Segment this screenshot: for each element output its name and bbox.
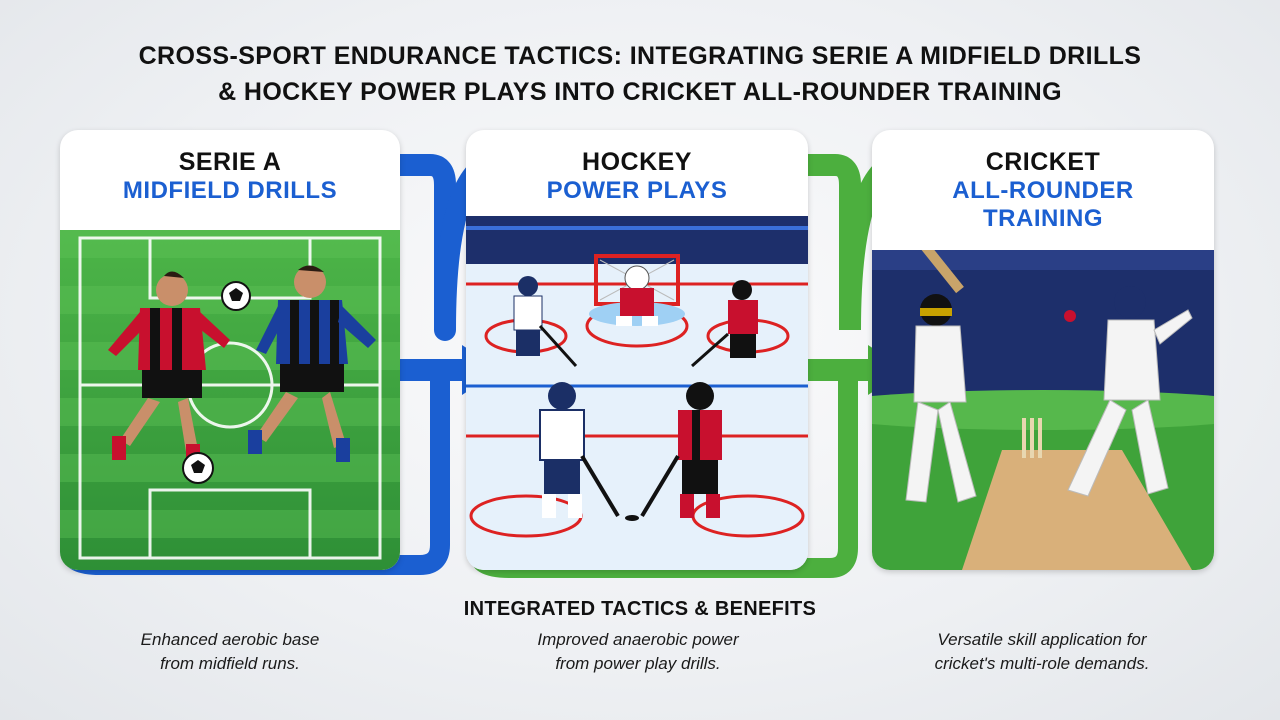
panel-hockey-line2: POWER PLAYS [546,177,728,204]
cricket-batter [905,250,977,503]
benefit-anaerobic-line1: Improved anaerobic power [537,630,739,649]
soccer-players-illustration [60,230,400,570]
benefit-anaerobic: Improved anaerobic power from power play… [478,628,798,676]
cricket-stumps-icon [1022,418,1042,458]
page-title: CROSS-SPORT ENDURANCE TACTICS: INTEGRATI… [40,38,1240,110]
soccer-ball-icon [221,281,251,311]
hockey-players-illustration [466,216,808,570]
benefit-aerobic: Enhanced aerobic base from midfield runs… [70,628,390,676]
panel-serie-a-heading: SERIE A MIDFIELD DRILLS [60,148,400,205]
benefit-versatile-line2: cricket's multi-role demands. [934,654,1150,673]
panel-cricket-line2: ALL-ROUNDER [952,177,1134,204]
hockey-goalie [616,265,658,326]
panel-serie-a-line2: MIDFIELD DRILLS [122,177,338,204]
benefit-aerobic-line1: Enhanced aerobic base [140,630,320,649]
panel-hockey-line1: HOCKEY [582,148,692,176]
soccer-player-blue [248,265,376,462]
benefit-versatile-line1: Versatile skill application for [937,630,1147,649]
benefit-aerobic-line2: from midfield runs. [160,654,300,673]
panel-cricket: CRICKET ALL-ROUNDER TRAINING [872,130,1214,570]
panel-hockey: HOCKEY POWER PLAYS [466,130,808,570]
hockey-skater-white [513,276,578,368]
hockey-skater-white [539,382,620,518]
hockey-puck-icon [625,515,639,521]
soccer-ball-icon [182,452,214,484]
benefit-versatile: Versatile skill application for cricket'… [882,628,1202,676]
cricket-ball-icon [1064,310,1076,322]
cricket-players-illustration [872,250,1214,570]
title-line-2: & HOCKEY POWER PLAYS INTO CRICKET ALL-RO… [218,78,1062,106]
hockey-skater-red [640,382,722,518]
panel-serie-a-line1: SERIE A [178,148,282,176]
panel-hockey-heading: HOCKEY POWER PLAYS [466,148,808,205]
panel-cricket-heading: CRICKET ALL-ROUNDER TRAINING [872,148,1214,233]
panel-serie-a: SERIE A MIDFIELD DRILLS [60,130,400,570]
hockey-skater-red [691,280,758,368]
panel-cricket-line3: TRAINING [983,205,1103,232]
cricket-fielder [1067,286,1193,497]
benefits-title: INTEGRATED TACTICS & BENEFITS [463,598,817,620]
soccer-player-red [108,271,230,468]
panel-cricket-line1: CRICKET [985,148,1101,176]
title-line-1: CROSS-SPORT ENDURANCE TACTICS: INTEGRATI… [138,42,1142,70]
benefit-anaerobic-line2: from power play drills. [555,654,721,673]
